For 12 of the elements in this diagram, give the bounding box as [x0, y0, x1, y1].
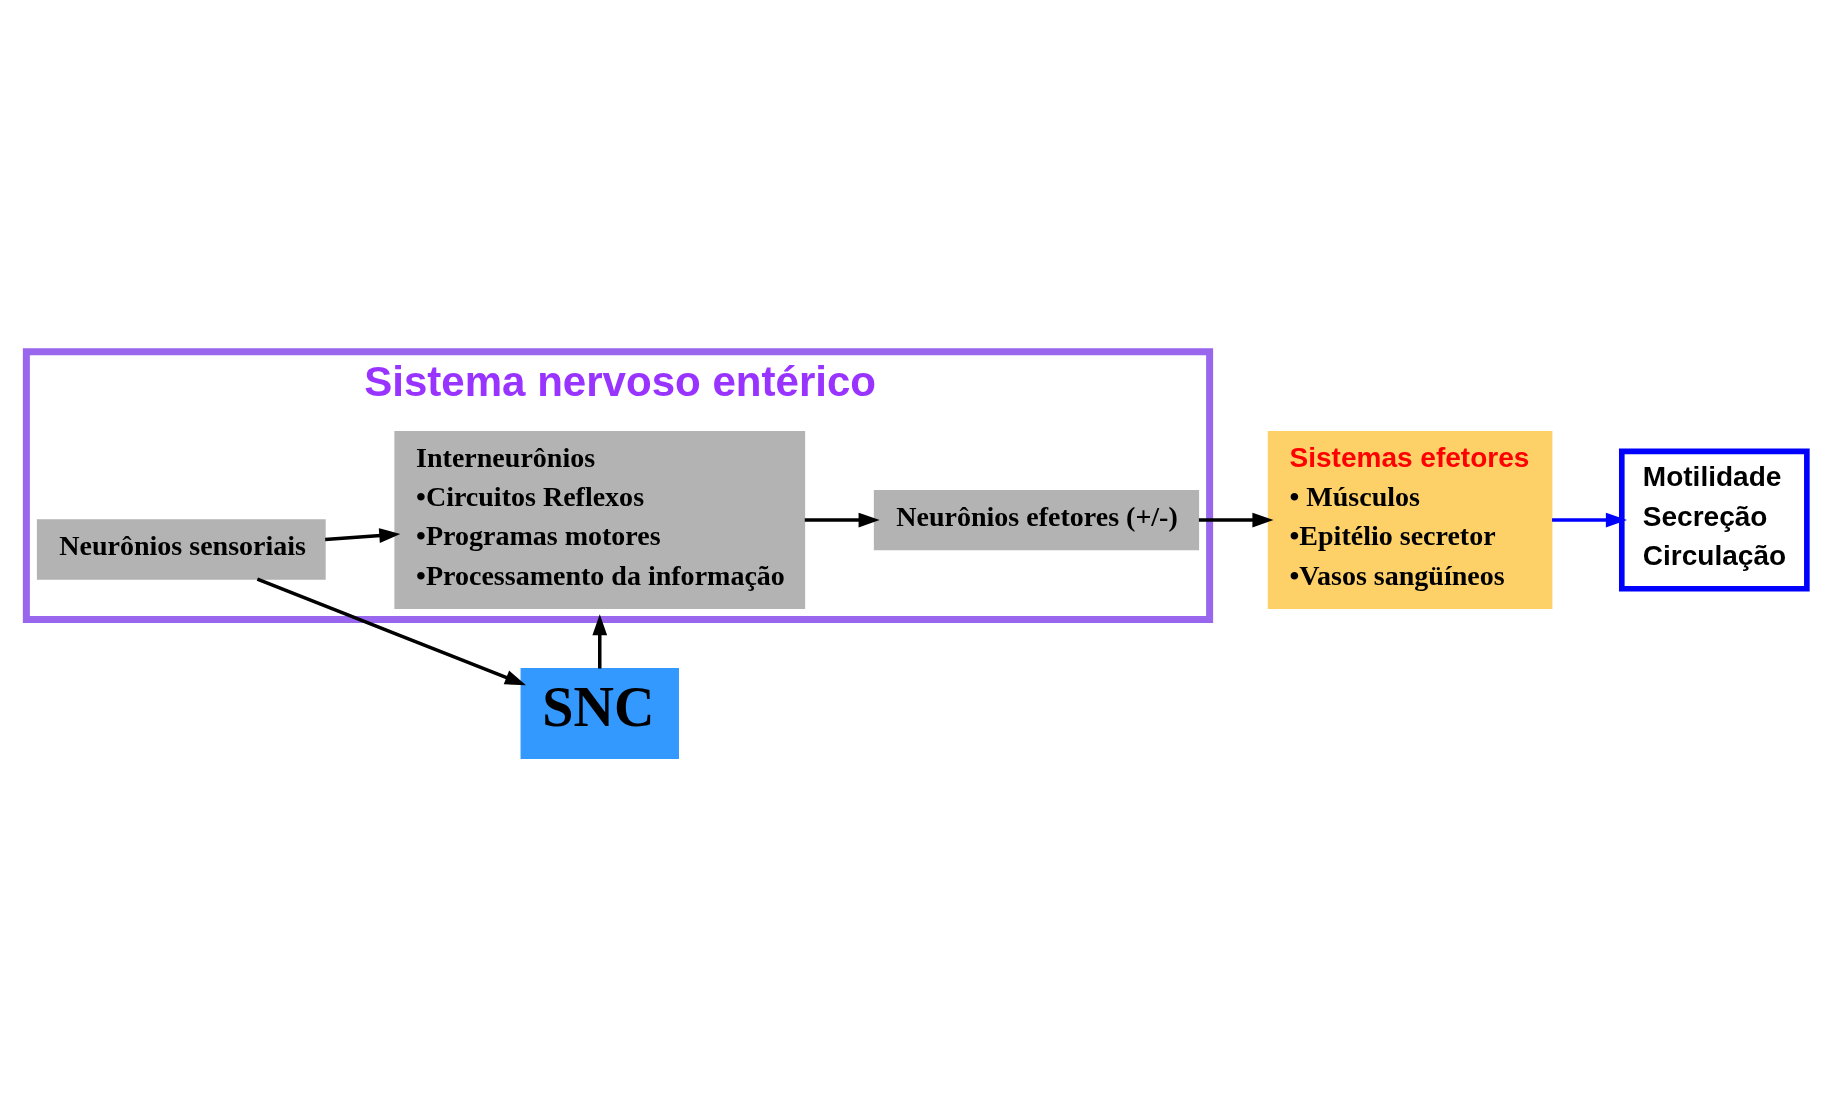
node-box: Neurônios sensoriais	[36, 518, 326, 580]
node-box: SNC	[520, 667, 679, 759]
arrow	[592, 613, 608, 669]
node-box: Neurônios efetores (+/-)	[873, 489, 1200, 550]
node-box: Sistemas efetores • Músculos •Epitélio secretor •Vasos sangüíneos	[1267, 430, 1553, 609]
arrow	[256, 577, 527, 685]
arrow	[1552, 512, 1627, 527]
node-box: Interneurônios •Circuitos Reflexos •Programas motores •Processamento da informação	[394, 430, 806, 609]
arrow	[1198, 512, 1274, 527]
arrow	[804, 512, 880, 527]
arrow	[325, 527, 401, 543]
node-box: Motilidade Secreção Circulação	[1619, 448, 1810, 592]
